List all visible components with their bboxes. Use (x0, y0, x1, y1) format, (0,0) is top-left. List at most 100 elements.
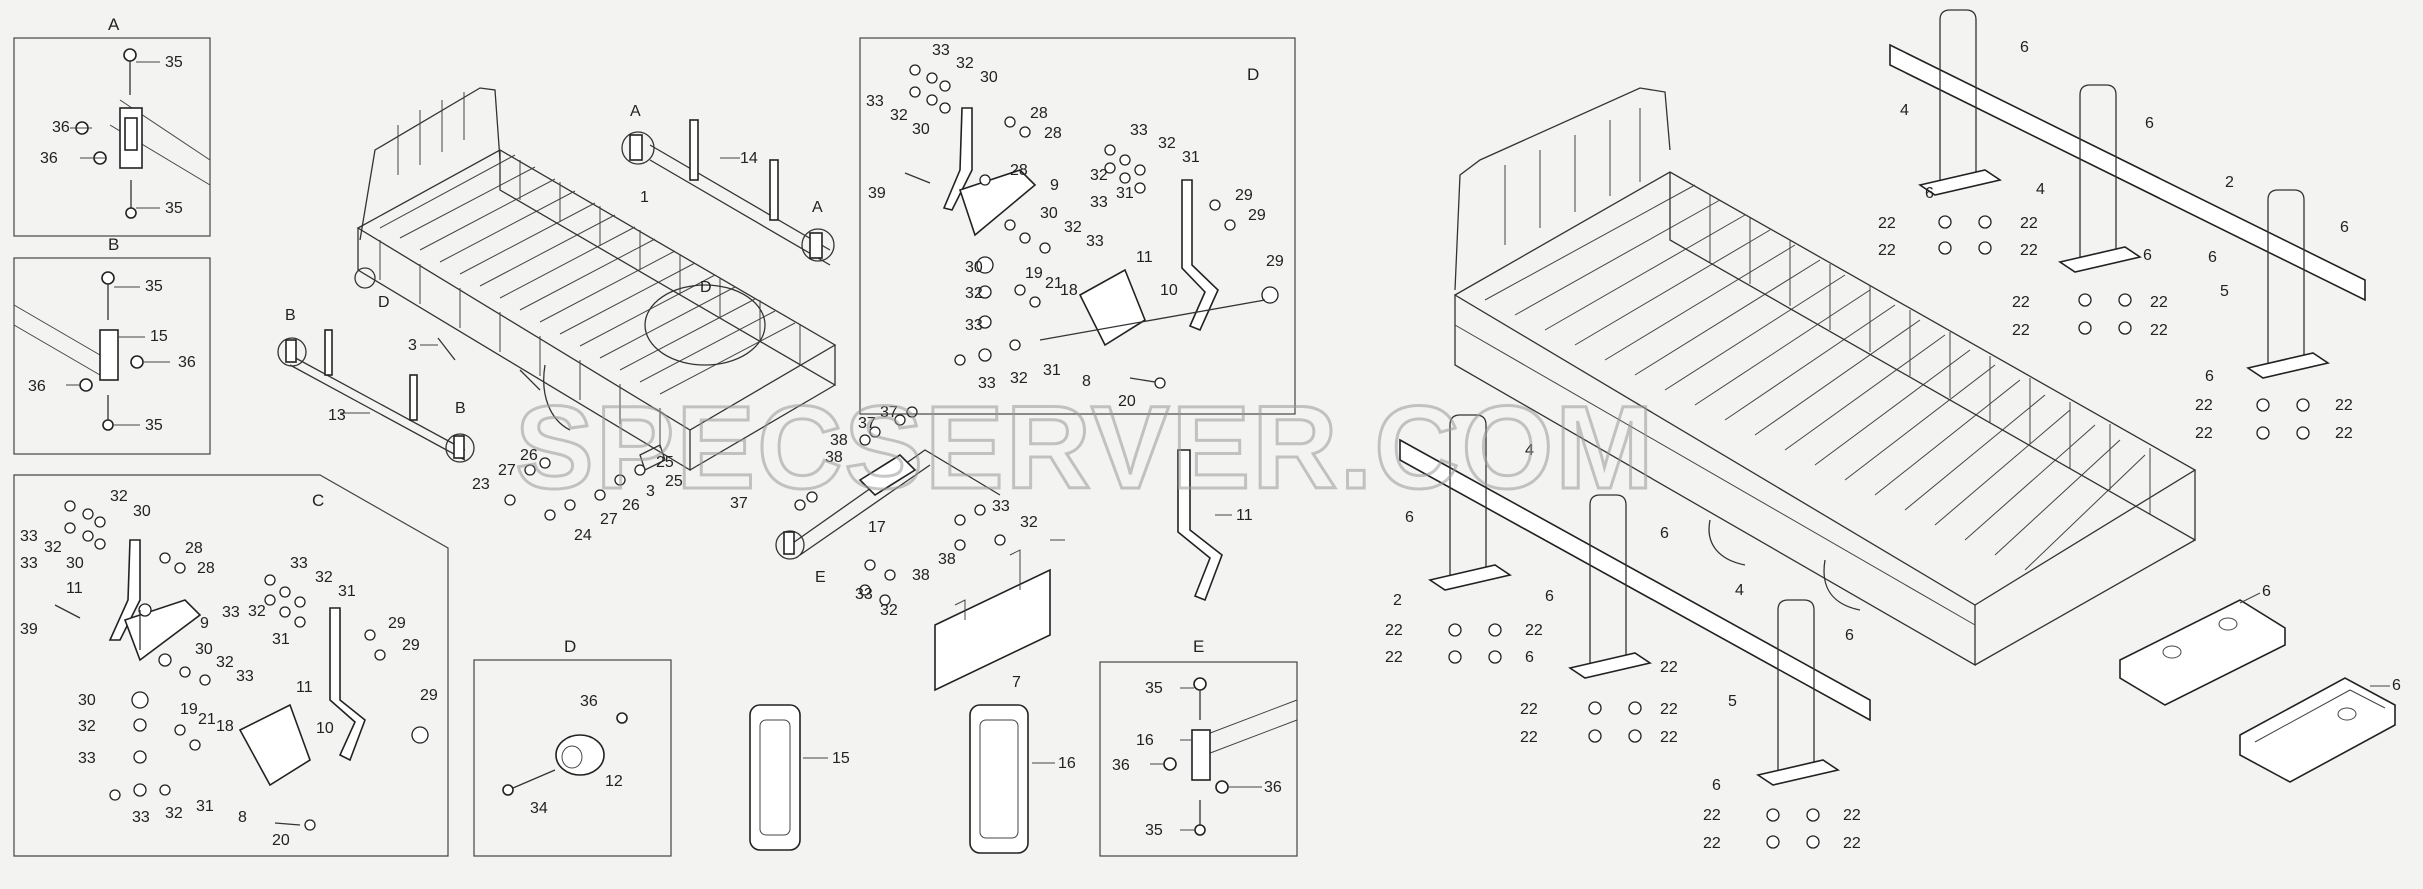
circle-marker-d: D (378, 294, 390, 311)
callout-d: 11 (1136, 249, 1153, 266)
callout-d: 21 (1045, 275, 1063, 292)
callout-c: 10 (316, 720, 334, 737)
bolt-cluster-23-27: 26 27 23 25 25 24 27 26 3 (472, 444, 683, 544)
callout-right: 6 (1525, 649, 1534, 666)
cargo-bed-right (1453, 87, 2197, 667)
callout-d: 33 (1090, 194, 1108, 211)
callout-c: 33 (20, 555, 38, 572)
watermark-text: SPECSERVER.COM (515, 382, 1656, 514)
callout-d: 33 (932, 42, 950, 59)
callout-b-35-top: 35 (145, 278, 163, 295)
callout-d: 32 (956, 55, 974, 72)
callout-right: 22 (1660, 701, 1678, 718)
callout-a-35-top: 35 (165, 54, 183, 71)
callout-main: 38 (912, 567, 930, 584)
callout-a-35-bottom: 35 (165, 200, 183, 217)
callout-d: 32 (890, 107, 908, 124)
callout-c: 32 (248, 603, 266, 620)
callout-right: 6 (2340, 219, 2349, 236)
callout-main: 25 (665, 473, 683, 490)
callout-c: 33 (132, 809, 150, 826)
callout-right: 6 (1660, 525, 1669, 542)
callout-right: 4 (1900, 102, 1909, 119)
callout-right: 22 (2020, 215, 2038, 232)
assembly-part-17: E 37 37 38 38 17 37 (730, 404, 1001, 586)
callout-d: 31 (1182, 149, 1200, 166)
callout-right: 4 (2036, 181, 2045, 198)
callout-c: 9 (200, 615, 209, 632)
callout-c: 39 (20, 621, 38, 638)
callout-main: 38 (830, 432, 848, 449)
circle-marker-b: B (455, 400, 466, 417)
callout-d: 29 (1235, 187, 1253, 204)
callout-c: 11 (296, 679, 313, 696)
detail-box-label: E (1193, 637, 1204, 656)
callout-main-1: 1 (640, 189, 649, 206)
plate-part-7: 33 32 38 33 38 32 7 (855, 498, 1065, 692)
callout-c: 32 (78, 718, 96, 735)
detail-box-c: C 33 32 30 33 32 30 (13, 474, 449, 857)
callout-right: 22 (1385, 622, 1403, 639)
callout-main: 16 (1058, 755, 1076, 772)
callout-main: 24 (574, 527, 592, 544)
callout-d: 9 (1050, 177, 1059, 194)
callout-main: 26 (622, 497, 640, 514)
callout-c: 31 (272, 631, 290, 648)
callout-c: 30 (195, 641, 213, 658)
callout-c: 32 (110, 488, 128, 505)
callout-right: 22 (2195, 397, 2213, 414)
callout-main-3: 3 (408, 337, 417, 354)
callout-d-lower: 36 (580, 693, 598, 710)
callout-right: 22 (1525, 622, 1543, 639)
callout-c: 33 (236, 668, 254, 685)
callout-c: 29 (388, 615, 406, 632)
callout-b-15: 15 (150, 328, 168, 345)
callout-right: 6 (2208, 249, 2217, 266)
callout-right: 22 (1660, 659, 1678, 676)
callout-right: 6 (1925, 185, 1934, 202)
callout-c: 19 (180, 701, 198, 718)
callout-right: 5 (2220, 283, 2229, 300)
callout-right: 22 (1703, 807, 1721, 824)
callout-c: 30 (133, 503, 151, 520)
callout-main: 27 (600, 511, 618, 528)
callout-main: 38 (825, 449, 843, 466)
callout-d: 32 (965, 285, 983, 302)
callout-d: 31 (1043, 362, 1061, 379)
callout-right: 6 (1545, 588, 1554, 605)
callout-right: 6 (2020, 39, 2029, 56)
callout-right: 4 (1735, 582, 1744, 599)
callout-right: 22 (2012, 294, 2030, 311)
callout-d: 29 (1248, 207, 1266, 224)
callout-main: 37 (880, 404, 898, 421)
callout-right: 22 (1520, 729, 1538, 746)
callout-main: 25 (656, 454, 674, 471)
callout-e: 36 (1264, 779, 1282, 796)
callout-main-14: 14 (740, 150, 758, 167)
callout-d: 32 (1064, 219, 1082, 236)
callout-d: 29 (1266, 253, 1284, 270)
callout-d: 20 (1118, 393, 1136, 410)
block-part-16: 16 (969, 704, 1076, 854)
callout-c: 31 (338, 583, 356, 600)
rail-part-14: A A 14 (621, 103, 835, 266)
callout-right: 6 (1712, 777, 1721, 794)
callout-c: 29 (402, 637, 420, 654)
cargo-bed-left: 1 D D (354, 87, 837, 472)
callout-main: 3 (646, 483, 655, 500)
callout-c: 33 (290, 555, 308, 572)
callout-right: 22 (1878, 215, 1896, 232)
detail-box-d-lower: D 36 12 34 (473, 637, 672, 857)
callout-d: 8 (1082, 373, 1091, 390)
detail-box-label: C (312, 491, 324, 510)
circle-marker-a: A (630, 103, 641, 120)
callout-main: 11 (1236, 507, 1253, 524)
callout-right: 6 (2262, 583, 2271, 600)
callout-main: 33 (855, 586, 873, 603)
callout-c: 18 (216, 718, 234, 735)
callout-c: 11 (66, 580, 83, 597)
callout-d: 33 (1086, 233, 1104, 250)
callout-right: 22 (1703, 835, 1721, 852)
callout-c: 33 (78, 750, 96, 767)
